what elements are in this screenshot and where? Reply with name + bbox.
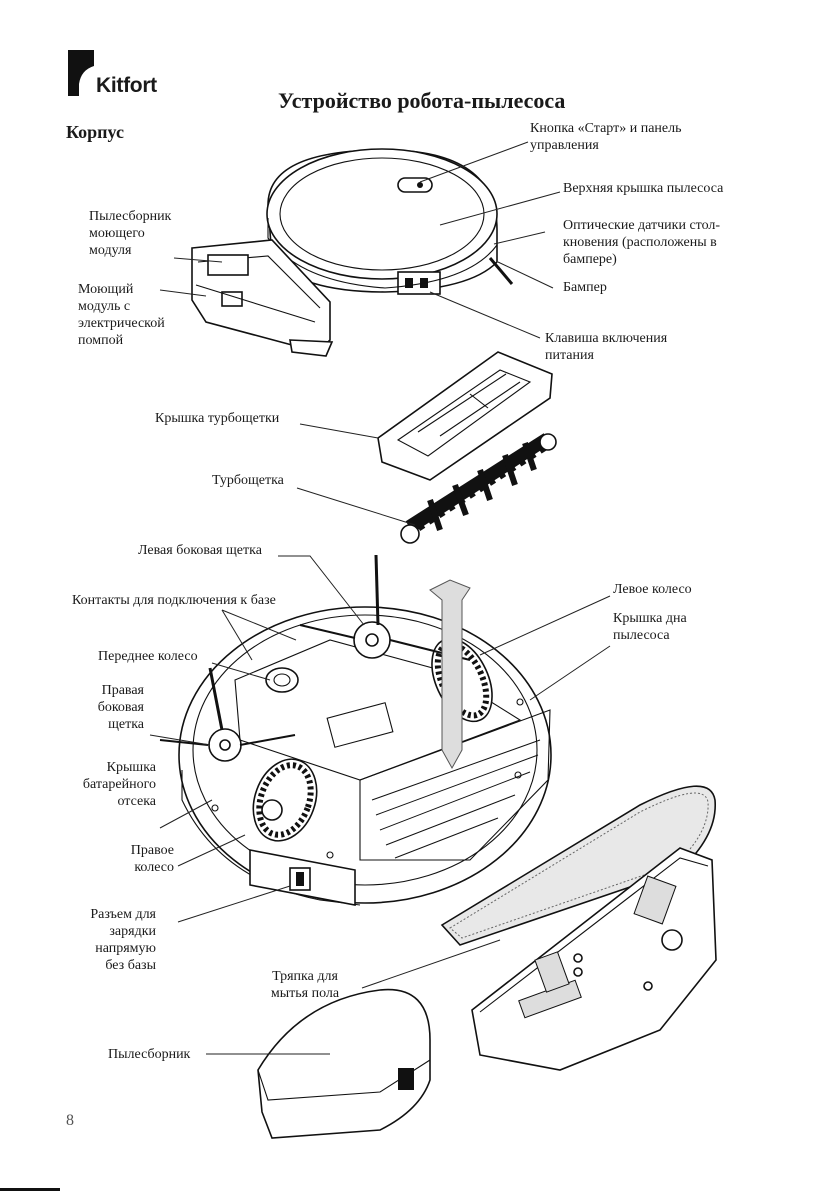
section-heading: Корпус [66,122,124,142]
label-top-cover: Верхняя крышка пылесоса [563,181,724,196]
label-front-wheel: Переднее колесо [98,649,198,664]
leader-lines [149,141,611,1055]
washing-module-top [191,239,334,357]
dust-bin-drawing [257,988,431,1139]
page-number: 8 [66,1112,74,1129]
label-charge-socket: Разъем для зарядки напрямую без базы [90,907,156,973]
label-left-wheel: Левое колесо [613,582,692,597]
label-dust-bin: Пылесборник [108,1047,191,1062]
robot-bottom-view [159,554,552,906]
label-mop-cloth: Тряпка для мытья пола [270,969,340,1001]
page-title: Устройство робота-пылесоса [278,88,566,113]
label-base-contacts: Контакты для подключения к базе [72,593,276,608]
label-start-button: Кнопка «Старт» и панель управления [530,121,682,153]
kitfort-logo-icon [68,50,94,96]
label-bottom-cover: Крышка дна пылесоса [613,611,687,643]
turbo-brush [400,433,557,544]
label-right-side-brush: Правая боковая щетка [97,683,144,732]
label-battery-cover: Крышка батарейного отсека [82,760,156,809]
label-optical-sensors: Оптические датчики стол- кновения (распо… [563,218,721,267]
brand-name: Kitfort [96,74,157,97]
label-turbo-brush: Турбощетка [212,473,284,488]
label-left-side-brush: Левая боковая щетка [138,543,262,558]
label-right-wheel: Правое колесо [130,843,174,875]
brush-cover [377,351,553,481]
washing-module-bottom [471,847,717,1071]
label-bumper: Бампер [563,280,607,295]
label-brush-cover: Крышка турбощетки [155,411,280,426]
right-wheel-drawing [252,758,318,842]
bottom-rule [0,1188,60,1191]
label-power-key: Клавиша включения питания [545,331,668,363]
label-wash-module: Моющий модуль с электрической помпой [78,282,165,348]
robot-top-view [266,148,514,295]
label-dust-module: Пылесборник моющего модуля [89,209,172,258]
